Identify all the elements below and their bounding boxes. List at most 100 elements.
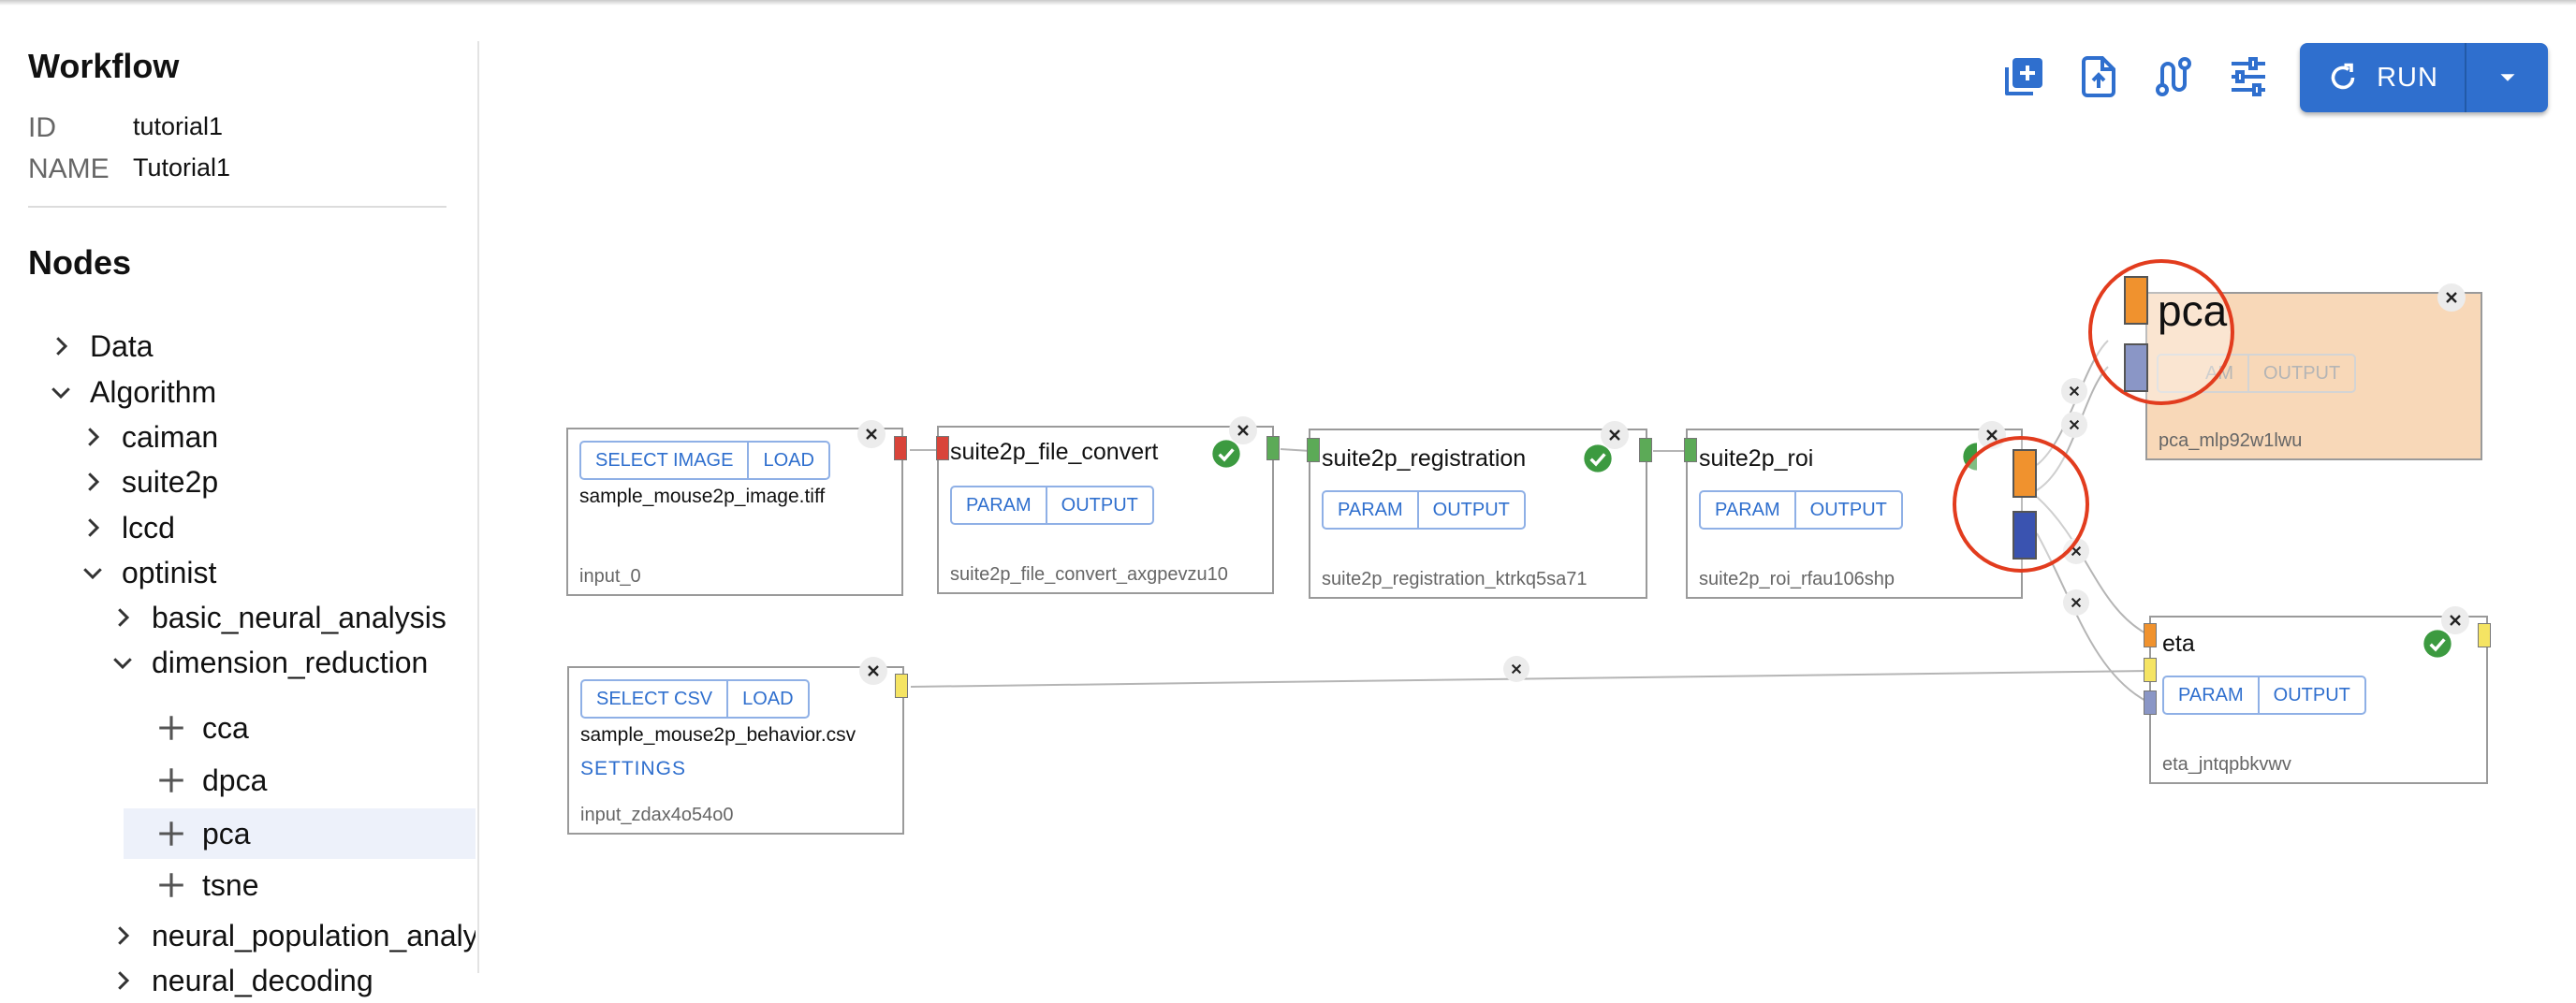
upload-icon[interactable] [2076,54,2121,99]
node-title: suite2p_roi [1699,445,1814,472]
input-csv-button-group: SELECT CSV LOAD [580,679,810,719]
tree-item-dimension-reduction[interactable]: dimension_reduction [109,640,428,685]
tree-item-algorithm[interactable]: Algorithm [47,370,216,414]
input-port[interactable] [2144,623,2157,647]
select-csv-button[interactable]: SELECT CSV [596,688,713,709]
output-button[interactable]: OUTPUT [2247,356,2354,391]
node-button-group: PARAM OUTPUT [2162,676,2366,715]
close-icon[interactable] [859,657,887,685]
node-suite2p-registration[interactable]: suite2p_registration PARAM OUTPUT suite2… [1309,429,1647,599]
output-button[interactable]: OUTPUT [1045,487,1152,523]
node-id: suite2p_registration_ktrkq5sa71 [1322,569,1588,589]
nodes-title: Nodes [28,243,132,282]
tree-item-dpca[interactable]: dpca [155,758,267,803]
run-button[interactable]: RUN [2300,43,2466,112]
close-icon[interactable] [2441,606,2469,634]
tree-item-label: Data [90,328,154,363]
node-id: suite2p_file_convert_axgpevzu10 [950,564,1228,585]
tree-item-data[interactable]: Data [47,324,154,369]
output-port[interactable] [2012,449,2037,498]
workflow-canvas: SELECT IMAGE LOAD sample_mouse2p_image.t… [566,259,2491,835]
tree-item-label: Algorithm [90,374,217,409]
tree-item-neural-population-analysis[interactable]: neural_population_analysis [109,913,476,958]
output-port[interactable] [1266,436,1280,460]
param-button[interactable]: PARAM [1338,499,1403,520]
settings-link[interactable]: SETTINGS [580,758,687,779]
output-button[interactable]: OUTPUT [1416,492,1524,528]
tree-item-suite2p[interactable]: suite2p [79,459,218,504]
node-title: eta [2162,631,2195,657]
node-title: pca [2158,286,2228,335]
select-image-button[interactable]: SELECT IMAGE [595,449,734,471]
node-id: input_zdax4o54o0 [580,805,734,825]
input-port[interactable] [936,436,949,460]
node-suite2p-file-convert[interactable]: suite2p_file_convert PARAM OUTPUT suite2… [937,426,1274,594]
success-check-icon [1211,439,1241,469]
app-bar-shadow [0,0,2576,6]
edge-delete-icon[interactable] [2063,589,2089,616]
id-label: ID [28,112,56,143]
tree-item-caiman[interactable]: caiman [79,414,218,459]
tree-item-label: basic_neural_analysis [152,600,446,634]
node-title: suite2p_registration [1322,445,1527,472]
run-button-group: RUN [2300,43,2548,112]
chevron-right-icon [47,332,75,360]
settings-sliders-icon[interactable] [2226,54,2271,99]
param-button[interactable]: PARAM [2178,684,2244,705]
run-label: RUN [2377,62,2438,93]
add-node-icon[interactable] [2001,54,2046,99]
node-eta[interactable]: eta PARAM OUTPUT eta_jntqpbkvwv [2149,616,2488,784]
input-port[interactable] [2144,690,2157,715]
tree-item-optinist[interactable]: optinist [79,550,216,595]
caret-down-icon [2500,74,2514,81]
node-id: suite2p_roi_rfau106shp [1699,569,1895,589]
tree-item-cca[interactable]: cca [155,705,249,750]
tree-item-basic-neural-analysis[interactable]: basic_neural_analysis [109,595,446,640]
close-icon[interactable] [857,420,886,448]
tree-item-label: tsne [202,867,259,902]
load-button[interactable]: LOAD [726,681,807,717]
output-port[interactable] [2012,511,2037,560]
node-button-group: PARAM OUTPUT [1322,490,1526,530]
output-button[interactable]: OUTPUT [2257,677,2364,713]
edge-delete-icon[interactable] [1503,656,1530,682]
run-dropdown-button[interactable] [2466,43,2548,112]
tree-item-tsne[interactable]: tsne [155,863,258,908]
name-label: NAME [28,153,110,184]
input-port[interactable] [2124,343,2148,392]
input-port[interactable] [2124,276,2148,325]
name-value: Tutorial1 [133,153,231,182]
node-input-csv[interactable]: SELECT CSV LOAD sample_mouse2p_behavior.… [567,666,904,835]
route-icon[interactable] [2151,54,2196,99]
tree-item-label: suite2p [122,464,219,499]
tree-item-label: dpca [202,763,268,797]
edge-delete-icon[interactable] [2061,412,2087,438]
node-file-name: sample_mouse2p_behavior.csv [580,724,856,746]
close-icon[interactable] [1601,421,1629,449]
param-button[interactable]: PARAM [1715,499,1780,520]
node-button-group: PARAM OUTPUT [950,486,1154,525]
tree-item-pca[interactable]: pca [124,808,476,859]
output-button[interactable]: OUTPUT [1793,492,1901,528]
edge-delete-icon[interactable] [2061,378,2087,404]
close-icon[interactable] [2437,283,2466,312]
output-port[interactable] [895,674,908,698]
input-port[interactable] [1307,438,1320,462]
output-port[interactable] [894,436,907,460]
plus-icon [155,869,187,901]
sidebar: Workflow ID tutorial1 NAME Tutorial1 Nod… [0,41,479,997]
close-icon[interactable] [1229,416,1257,444]
chevron-down-icon [109,648,137,676]
input-port[interactable] [2144,658,2157,682]
input-port[interactable] [1684,438,1697,462]
output-port[interactable] [2478,623,2491,647]
tree-item-lccd[interactable]: lccd [79,505,175,550]
load-button[interactable]: LOAD [747,443,827,478]
node-button-group: PARAM OUTPUT [1699,490,1903,530]
id-value: tutorial1 [133,112,224,140]
node-title: suite2p_file_convert [950,439,1159,465]
node-input-image[interactable]: SELECT IMAGE LOAD sample_mouse2p_image.t… [566,428,903,596]
output-port[interactable] [1639,438,1652,462]
node-id: pca_mlp92w1lwu [2159,430,2303,451]
param-button[interactable]: PARAM [966,494,1032,516]
